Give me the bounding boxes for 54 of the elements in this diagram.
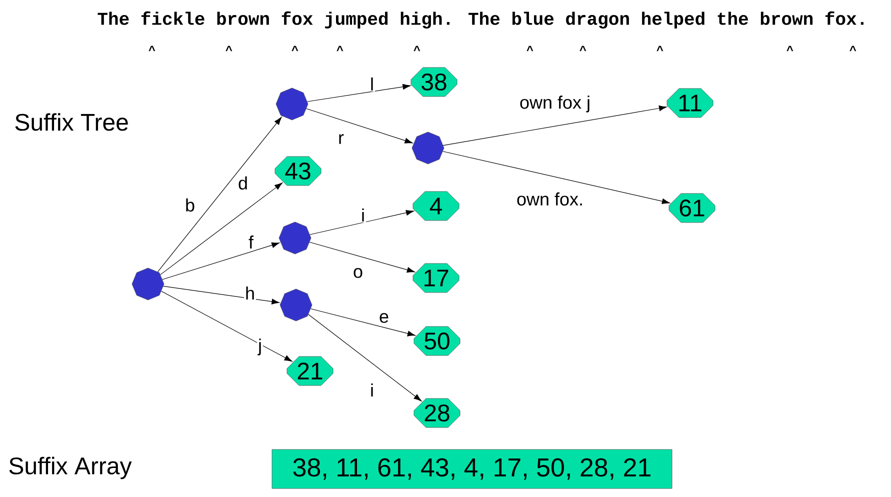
sentence: The fickle brown fox jumped high. The blue dragon helped the brown fox. — [98, 11, 864, 29]
arrow — [162, 242, 280, 280]
arrow — [306, 108, 413, 144]
leaf-node: 50 — [414, 326, 460, 356]
leaf-node: 28 — [414, 398, 460, 428]
internal-node — [280, 288, 312, 322]
arrow — [308, 314, 422, 402]
leaf-node: 17 — [412, 263, 460, 293]
leaf-node: 43 — [274, 156, 322, 186]
internal-node — [412, 132, 444, 164]
edge-label: l — [369, 76, 375, 92]
arrow — [160, 290, 292, 362]
caret: ^ — [226, 46, 232, 52]
caret: ^ — [850, 46, 856, 52]
arrow — [442, 105, 667, 146]
internal-node — [278, 222, 312, 254]
heading: Suffix Array — [9, 456, 132, 480]
edge-label: own fox j — [518, 94, 592, 114]
caret: ^ — [656, 46, 664, 52]
caret: ^ — [786, 46, 794, 52]
arrow — [442, 151, 670, 204]
caret: ^ — [526, 46, 534, 52]
leaf-node: 11 — [666, 88, 714, 118]
arrow — [309, 242, 415, 273]
edge-label: f — [248, 234, 254, 250]
internal-node — [132, 268, 164, 300]
leaf-node: 38 — [410, 67, 458, 97]
edge-label: own fox. — [515, 191, 585, 207]
edge-label: i — [360, 207, 366, 223]
arrow — [310, 210, 414, 235]
edge-label: e — [378, 312, 390, 324]
arrow — [306, 84, 411, 102]
edge-label: h — [244, 285, 256, 301]
caret: ^ — [580, 46, 586, 52]
arrow — [163, 286, 280, 304]
arrow — [310, 308, 416, 336]
edge-label: b — [184, 197, 196, 213]
leaf-node: 21 — [286, 356, 334, 386]
caret: ^ — [292, 46, 298, 52]
arrow — [157, 116, 282, 272]
edge-label: i — [369, 382, 375, 398]
caret: ^ — [148, 46, 156, 52]
leaf-node: 4 — [412, 191, 460, 221]
internal-node — [276, 88, 308, 120]
arrow — [160, 182, 282, 275]
caret: ^ — [414, 46, 420, 52]
heading: Suffix Tree — [15, 113, 128, 131]
array-box: 38, 11, 61, 43, 4, 17, 50, 28, 21 — [272, 449, 672, 489]
edge-label: d — [237, 175, 250, 191]
caret: ^ — [336, 46, 344, 52]
leaf-node: 61 — [668, 193, 716, 223]
edge-label: r — [337, 133, 345, 145]
edge-label: o — [352, 267, 364, 279]
edge-label: j — [257, 338, 263, 356]
